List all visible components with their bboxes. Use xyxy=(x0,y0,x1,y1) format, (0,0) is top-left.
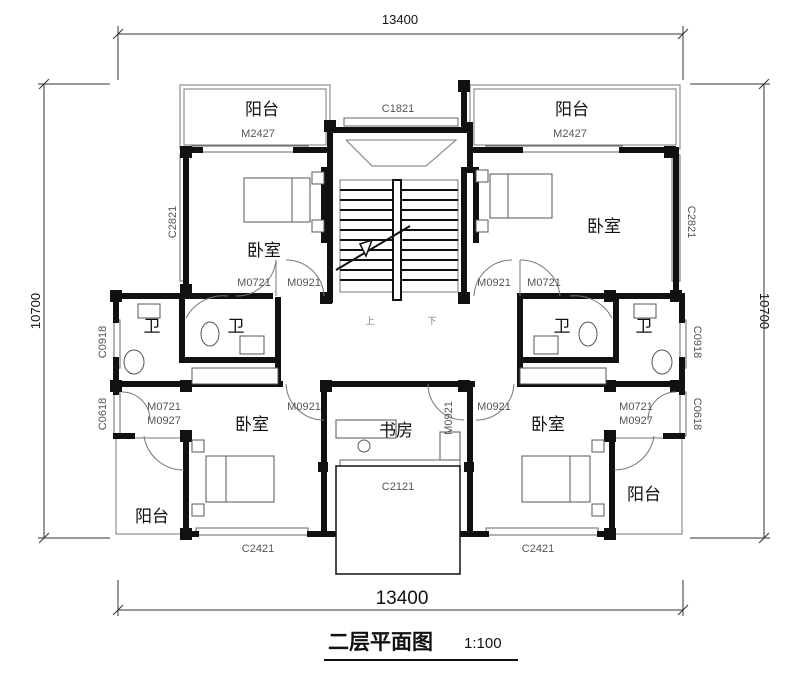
dim-top-label: 13400 xyxy=(382,12,418,27)
code-m0721-top-left: M0721 xyxy=(237,277,271,289)
stair-down-label: 下 xyxy=(427,317,436,327)
dim-right-label: 10700 xyxy=(757,293,772,329)
code-m0921-top-left: M0921 xyxy=(287,277,321,289)
room-balcony-bottom-left: 阳台 xyxy=(135,507,169,527)
code-m0721-bottom-right: M0721 xyxy=(619,401,653,413)
room-bath-right-outer: 卫 xyxy=(636,317,653,337)
columns xyxy=(110,80,682,540)
dim-bottom-label: 13400 xyxy=(376,588,429,609)
room-balcony-top-right: 阳台 xyxy=(555,100,589,120)
code-m0921-bottom-right: M0921 xyxy=(477,401,511,413)
code-m0921-top-right: M0921 xyxy=(477,277,511,289)
stair-entry-block xyxy=(335,465,461,575)
stair-up-label: 上 xyxy=(365,316,374,327)
plan-title: 二层平面图 xyxy=(328,630,433,654)
room-bath-left-outer: 卫 xyxy=(144,317,161,337)
door-swings xyxy=(121,259,677,471)
code-c0918-left: C0918 xyxy=(97,326,109,358)
code-m2427-left: M2427 xyxy=(241,128,275,140)
plan-scale: 1:100 xyxy=(464,635,502,652)
room-bedroom-bottom-left: 卧室 xyxy=(235,415,269,435)
room-bedroom-bottom-right: 卧室 xyxy=(531,415,565,435)
room-bedroom-top-left: 卧室 xyxy=(247,241,281,261)
room-bath-right-inner: 卫 xyxy=(554,317,571,337)
code-m0721-bottom-left: M0721 xyxy=(147,401,181,413)
dimension-lines xyxy=(38,26,770,616)
code-c2421-left: C2421 xyxy=(242,543,274,555)
code-m0927-bottom-left: M0927 xyxy=(147,415,181,427)
staircase xyxy=(335,139,459,301)
balcony-outlines xyxy=(115,84,683,535)
code-c2121: C2121 xyxy=(382,481,414,493)
room-balcony-bottom-right: 阳台 xyxy=(627,485,661,505)
code-c1821: C1821 xyxy=(382,103,414,115)
code-c0618-right: C0618 xyxy=(691,398,703,430)
code-c0918-right: C0918 xyxy=(691,326,703,358)
room-study: 书房 xyxy=(379,421,413,441)
furniture xyxy=(123,169,673,517)
code-m0921-bottom-left: M0921 xyxy=(287,401,321,413)
walls xyxy=(113,82,685,537)
code-m2427-right: M2427 xyxy=(553,128,587,140)
code-m0927-bottom-right: M0927 xyxy=(619,415,653,427)
code-m0921-study: M0921 xyxy=(443,401,455,435)
code-m0721-top-right: M0721 xyxy=(527,277,561,289)
code-c2421-right: C2421 xyxy=(522,543,554,555)
room-bath-left-inner: 卫 xyxy=(228,317,245,337)
room-bedroom-top-right: 卧室 xyxy=(587,217,621,237)
code-c0618-left: C0618 xyxy=(97,398,109,430)
code-c2821-left: C2821 xyxy=(167,206,179,238)
room-balcony-top-left: 阳台 xyxy=(245,100,279,120)
code-c2821-right: C2821 xyxy=(685,206,697,238)
dim-left-label: 10700 xyxy=(28,293,43,329)
